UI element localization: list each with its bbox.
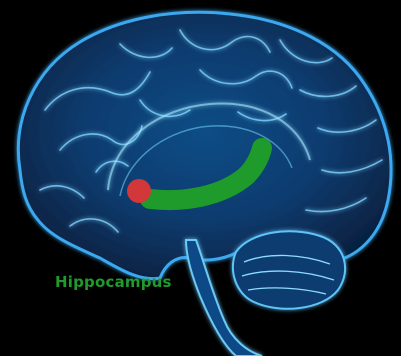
cerebrum xyxy=(18,12,391,278)
hippocampus-label: Hippocampus xyxy=(55,273,172,291)
cerebellum xyxy=(233,231,345,309)
amygdala-shape xyxy=(127,179,151,203)
